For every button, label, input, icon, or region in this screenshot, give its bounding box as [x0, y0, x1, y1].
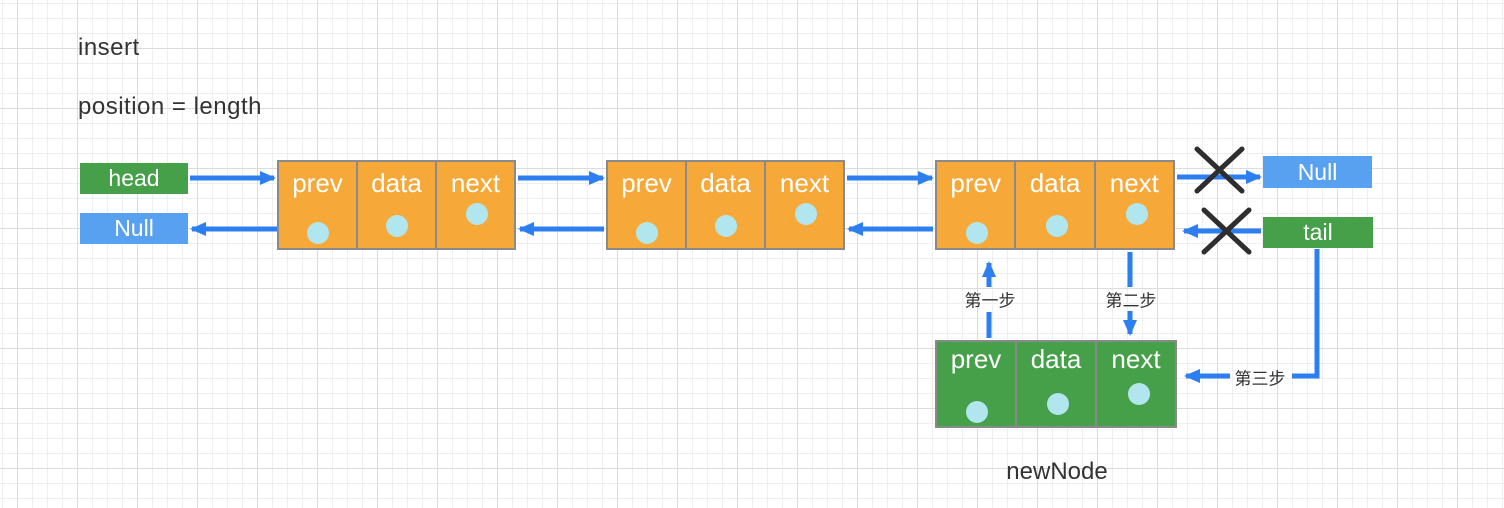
prev-pointer-dot	[966, 401, 988, 423]
node-2-next-cell: next	[766, 162, 843, 248]
step-3-label: 第三步	[1234, 369, 1286, 389]
node-3-data-text: data	[1029, 168, 1081, 198]
node-1-prev-text: prev	[292, 168, 343, 198]
null-label-left: Null	[80, 213, 188, 244]
node-2-cells: prev data next	[608, 162, 843, 248]
data-pointer-dot	[386, 215, 408, 237]
next-pointer-dot	[1126, 203, 1148, 225]
diagram-title: insert	[78, 34, 140, 61]
list-node-2: prev data next	[606, 160, 845, 250]
step-1-label: 第一步	[964, 291, 1016, 311]
node-3-data-cell: data	[1016, 162, 1096, 248]
node-3-next-text: next	[1109, 168, 1159, 198]
node-2-data-text: data	[700, 168, 751, 198]
data-pointer-dot	[1046, 215, 1068, 237]
list-node-3: prev data next	[935, 160, 1175, 250]
new-node-prev-cell: prev	[937, 342, 1017, 426]
next-pointer-dot	[466, 203, 488, 225]
node-1-next-text: next	[450, 168, 501, 198]
node-2-next-text: next	[779, 168, 830, 198]
arrow-step3-segment	[1292, 249, 1320, 379]
new-node-caption: newNode	[1006, 458, 1108, 485]
node-3-next-cell: next	[1096, 162, 1173, 248]
node-1-data-text: data	[371, 168, 422, 198]
new-node-prev-text: prev	[950, 344, 1002, 374]
data-pointer-dot	[1047, 393, 1069, 415]
next-pointer-dot	[1128, 383, 1150, 405]
prev-pointer-dot	[307, 222, 329, 244]
prev-pointer-dot	[636, 222, 658, 244]
new-node-data-cell: data	[1017, 342, 1097, 426]
node-1-cells: prev data next	[279, 162, 514, 248]
step-2-label: 第二步	[1105, 291, 1157, 311]
node-1-data-cell: data	[358, 162, 437, 248]
new-node-next-text: next	[1111, 344, 1161, 374]
null-label-right: Null	[1263, 156, 1372, 188]
head-pointer-label: head	[80, 163, 188, 194]
node-2-data-cell: data	[687, 162, 766, 248]
new-node-next-cell: next	[1097, 342, 1175, 426]
list-node-1: prev data next	[277, 160, 516, 250]
prev-pointer-dot	[966, 222, 988, 244]
tail-pointer-label: tail	[1263, 217, 1373, 248]
new-node-data-text: data	[1030, 344, 1082, 374]
node-3-prev-cell: prev	[937, 162, 1017, 248]
node-1-next-cell: next	[437, 162, 514, 248]
data-pointer-dot	[715, 215, 737, 237]
new-node: prev data next	[935, 340, 1177, 428]
next-pointer-dot	[795, 203, 817, 225]
node-2-prev-cell: prev	[608, 162, 687, 248]
diagram-subtitle: position = length	[78, 93, 262, 120]
node-3-cells: prev data next	[937, 162, 1173, 248]
x-cross-on-null-link-icon	[1194, 146, 1245, 194]
node-2-prev-text: prev	[621, 168, 672, 198]
x-cross-on-tail-link-icon	[1201, 207, 1252, 255]
node-1-prev-cell: prev	[279, 162, 358, 248]
node-3-prev-text: prev	[950, 168, 1001, 198]
new-node-cells: prev data next	[937, 342, 1175, 426]
